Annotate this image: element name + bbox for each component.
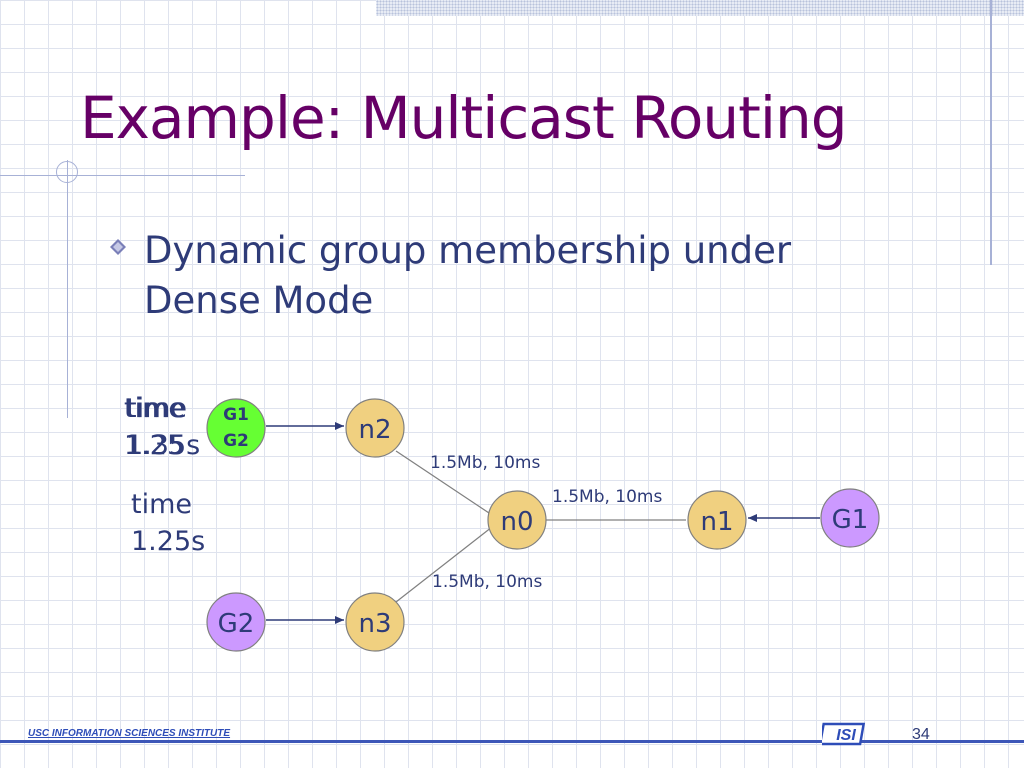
- node-g1-g2-joined: G1 G2: [206, 398, 266, 458]
- link-label-n0-n1: 1.5Mb, 10ms: [552, 487, 662, 507]
- link-label-n3-n0: 1.5Mb, 10ms: [432, 572, 542, 592]
- right-decor-line: [990, 0, 992, 265]
- edge-n3-n0: [395, 526, 493, 603]
- node-g2-bottom: G2: [206, 592, 266, 652]
- edge-n2-n0: [395, 450, 493, 516]
- svg-text:ISI: ISI: [836, 727, 856, 744]
- svg-text:n3: n3: [358, 609, 391, 639]
- top-decoration-band: [376, 0, 1024, 16]
- slide-title: Example: Multicast Routing: [80, 84, 848, 152]
- svg-text:n0: n0: [500, 507, 533, 537]
- diamond-bullet-icon: [110, 239, 126, 255]
- svg-text:n1: n1: [700, 507, 733, 537]
- node-g1-right: G1: [820, 488, 880, 548]
- node-n3: n3: [345, 592, 405, 652]
- svg-text:G2: G2: [218, 609, 255, 639]
- svg-text:n2: n2: [358, 415, 391, 445]
- crosshair-decor: [56, 161, 78, 183]
- svg-text:G1: G1: [832, 505, 869, 535]
- page-number: 34: [912, 726, 930, 743]
- footer-institute-text: USC INFORMATION SCIENCES INSTITUTE: [28, 728, 231, 739]
- link-label-n2-n0: 1.5Mb, 10ms: [430, 453, 540, 473]
- node-n1: n1: [687, 490, 747, 550]
- time-label-overlap-b: time 1.25: [124, 393, 186, 461]
- node-n2: n2: [345, 398, 405, 458]
- bullet-text: Dynamic group membership under Dense Mod…: [144, 229, 792, 322]
- svg-text:G1: G1: [223, 405, 249, 425]
- left-decor-hline: [0, 175, 245, 176]
- node-n0: n0: [487, 490, 547, 550]
- network-diagram: 1.5Mb, 10ms 1.5Mb, 10ms 1.5Mb, 10ms n2 n…: [206, 398, 880, 652]
- footer-line: [0, 740, 1024, 743]
- time-label-main: time 1.25s: [131, 489, 206, 557]
- isi-logo: ISI: [822, 722, 866, 746]
- left-decor-vline: [67, 160, 68, 418]
- svg-text:G2: G2: [223, 431, 249, 451]
- time-label-overlap-a: time 1.35s: [126, 393, 201, 461]
